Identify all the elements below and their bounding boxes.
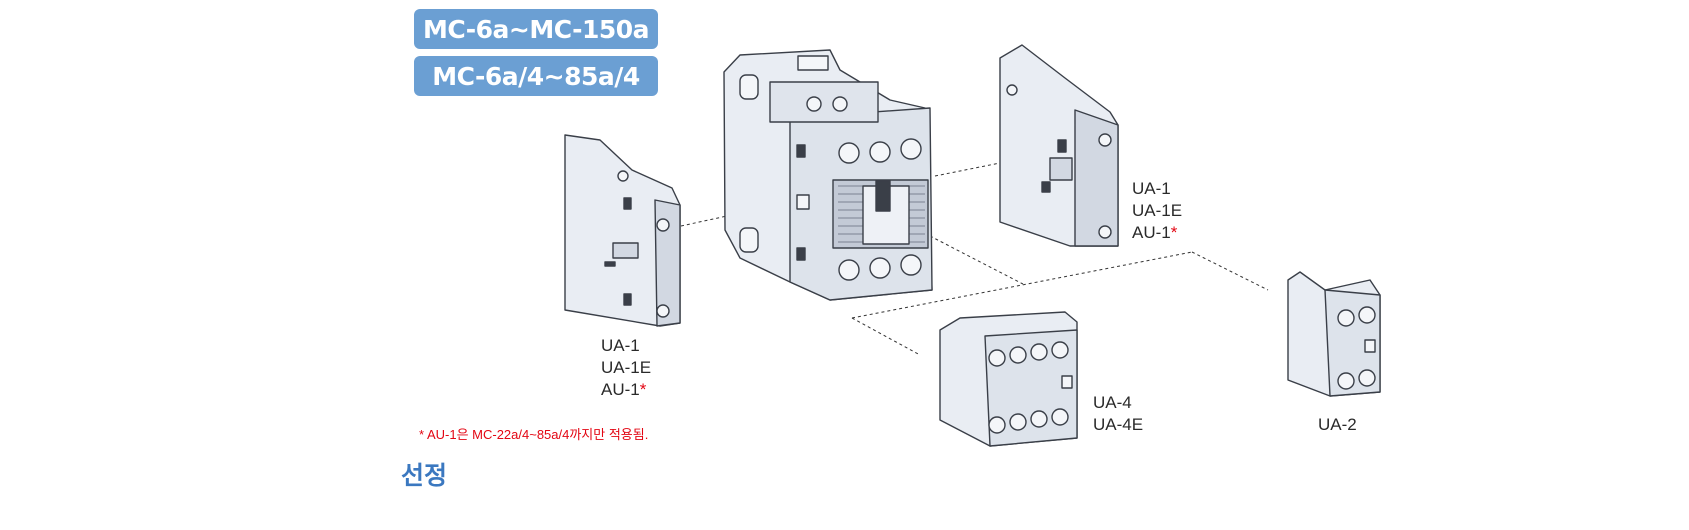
asterisk-mark: * (639, 380, 647, 399)
right-aux-block (999, 44, 1119, 247)
right-module-labels: UA-1 UA-1E AU-1* (1132, 178, 1182, 244)
left-aux-block (564, 134, 681, 327)
front-module-labels: UA-4 UA-4E (1093, 392, 1143, 436)
main-contactor (723, 49, 933, 301)
right-label-ua1: UA-1 (1132, 179, 1171, 198)
small-module-label: UA-2 (1318, 415, 1357, 434)
front-label-ua4: UA-4 (1093, 393, 1132, 412)
front-label-ua4e: UA-4E (1093, 415, 1144, 434)
left-module-labels: UA-1 UA-1E AU-1* (601, 335, 651, 401)
right-label-au1-row: AU-1* (1132, 222, 1182, 244)
small-aux-block (1287, 271, 1381, 397)
front-aux-block (939, 311, 1078, 447)
left-label-ua1: UA-1 (601, 336, 640, 355)
series-badge-primary: MC-6a~MC-150a (414, 9, 658, 49)
section-title: 선정 (401, 461, 448, 490)
footnote: * AU-1은 MC-22a/4~85a/4까지만 적용됨. (419, 427, 649, 442)
right-label-ua1e: UA-1E (1132, 201, 1183, 220)
right-label-au1: AU-1 (1132, 223, 1171, 242)
asterisk-mark: * (1170, 223, 1178, 242)
left-label-au1-row: AU-1* (601, 379, 651, 401)
left-label-au1: AU-1 (601, 380, 640, 399)
left-label-ua1e: UA-1E (601, 358, 652, 377)
series-badge-secondary: MC-6a/4~85a/4 (414, 56, 658, 96)
